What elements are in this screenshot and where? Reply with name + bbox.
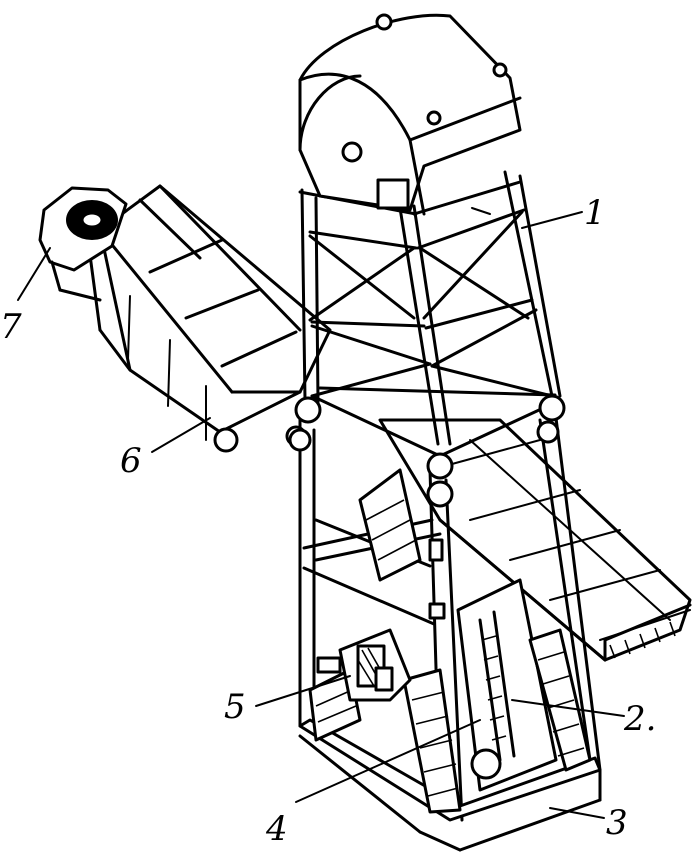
callout-5: 5: [224, 687, 246, 727]
drive-motor-unit: [38, 186, 128, 302]
headframe-tower: [298, 170, 562, 458]
leader-lines: [17, 211, 625, 819]
lower-headframe: [298, 416, 602, 852]
left-conveyor-gallery: [86, 184, 332, 453]
skip-loader: [316, 628, 412, 702]
callout-4: 4: [265, 809, 288, 849]
callout-1: 1: [584, 193, 606, 233]
sheave-housing: [298, 13, 522, 216]
guide-pulleys: [288, 394, 566, 508]
callout-6: 6: [120, 441, 142, 481]
callout-7: 7: [0, 307, 22, 347]
right-conveyor: [378, 418, 692, 662]
callout-2: 2.: [623, 699, 656, 739]
callout-labels: 1 2. 3 4 5 6 7: [0, 193, 656, 849]
callout-3: 3: [606, 803, 628, 843]
